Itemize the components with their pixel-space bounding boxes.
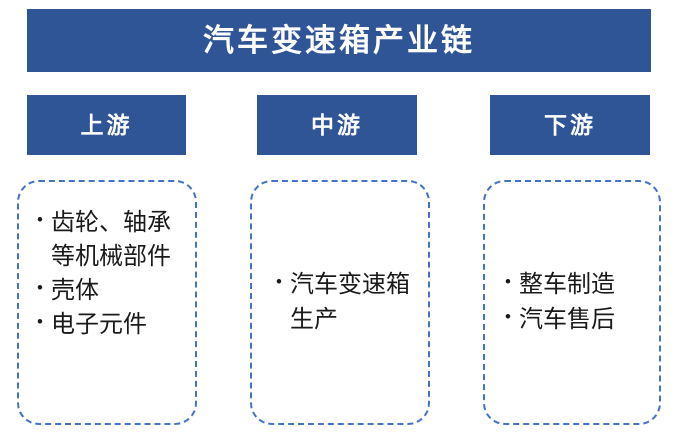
list-item: • 汽车售后 xyxy=(485,303,659,337)
bullet-dot-icon: • xyxy=(504,306,512,328)
list-item-label: 壳体 xyxy=(51,278,99,305)
list-item-label: 电子元件 xyxy=(51,312,147,339)
bullet-dot-icon: • xyxy=(36,210,44,231)
list-item: • 汽车变速箱生产 xyxy=(252,268,428,336)
list-item: • 电子元件 xyxy=(19,308,195,342)
list-item-label: 齿轮、轴承等机械部件 xyxy=(51,210,171,271)
diagram-title: 汽车变速箱产业链 xyxy=(203,23,475,58)
stage-header-midstream: 中游 xyxy=(257,95,417,155)
diagram-title-banner: 汽车变速箱产业链 xyxy=(27,9,651,72)
list-item: • 整车制造 xyxy=(485,268,659,302)
bullet-list-midstream: • 汽车变速箱生产 xyxy=(252,268,428,336)
list-item: • 齿轮、轴承等机械部件 xyxy=(19,206,195,274)
stage-box-upstream: • 齿轮、轴承等机械部件 • 壳体 • 电子元件 xyxy=(17,180,197,425)
bullet-dot-icon: • xyxy=(504,272,512,294)
list-item-label: 汽车变速箱生产 xyxy=(290,272,410,333)
bullet-dot-icon: • xyxy=(36,278,44,300)
stage-box-downstream: • 整车制造 • 汽车售后 xyxy=(483,180,661,425)
bullet-list-upstream: • 齿轮、轴承等机械部件 • 壳体 • 电子元件 xyxy=(19,206,195,342)
bullet-dot-icon: • xyxy=(275,272,283,294)
bullet-dot-icon: • xyxy=(36,312,44,334)
stage-header-label-downstream: 下游 xyxy=(544,112,596,138)
list-item: • 壳体 xyxy=(19,274,195,308)
list-item-label: 整车制造 xyxy=(519,272,615,299)
stage-header-downstream: 下游 xyxy=(490,95,650,155)
stage-header-upstream: 上游 xyxy=(27,95,186,155)
stage-header-label-midstream: 中游 xyxy=(311,112,363,138)
stage-box-midstream: • 汽车变速箱生产 xyxy=(250,180,430,425)
list-item-label: 汽车售后 xyxy=(519,306,615,333)
stage-header-label-upstream: 上游 xyxy=(80,112,133,138)
bullet-list-downstream: • 整车制造 • 汽车售后 xyxy=(485,268,659,336)
